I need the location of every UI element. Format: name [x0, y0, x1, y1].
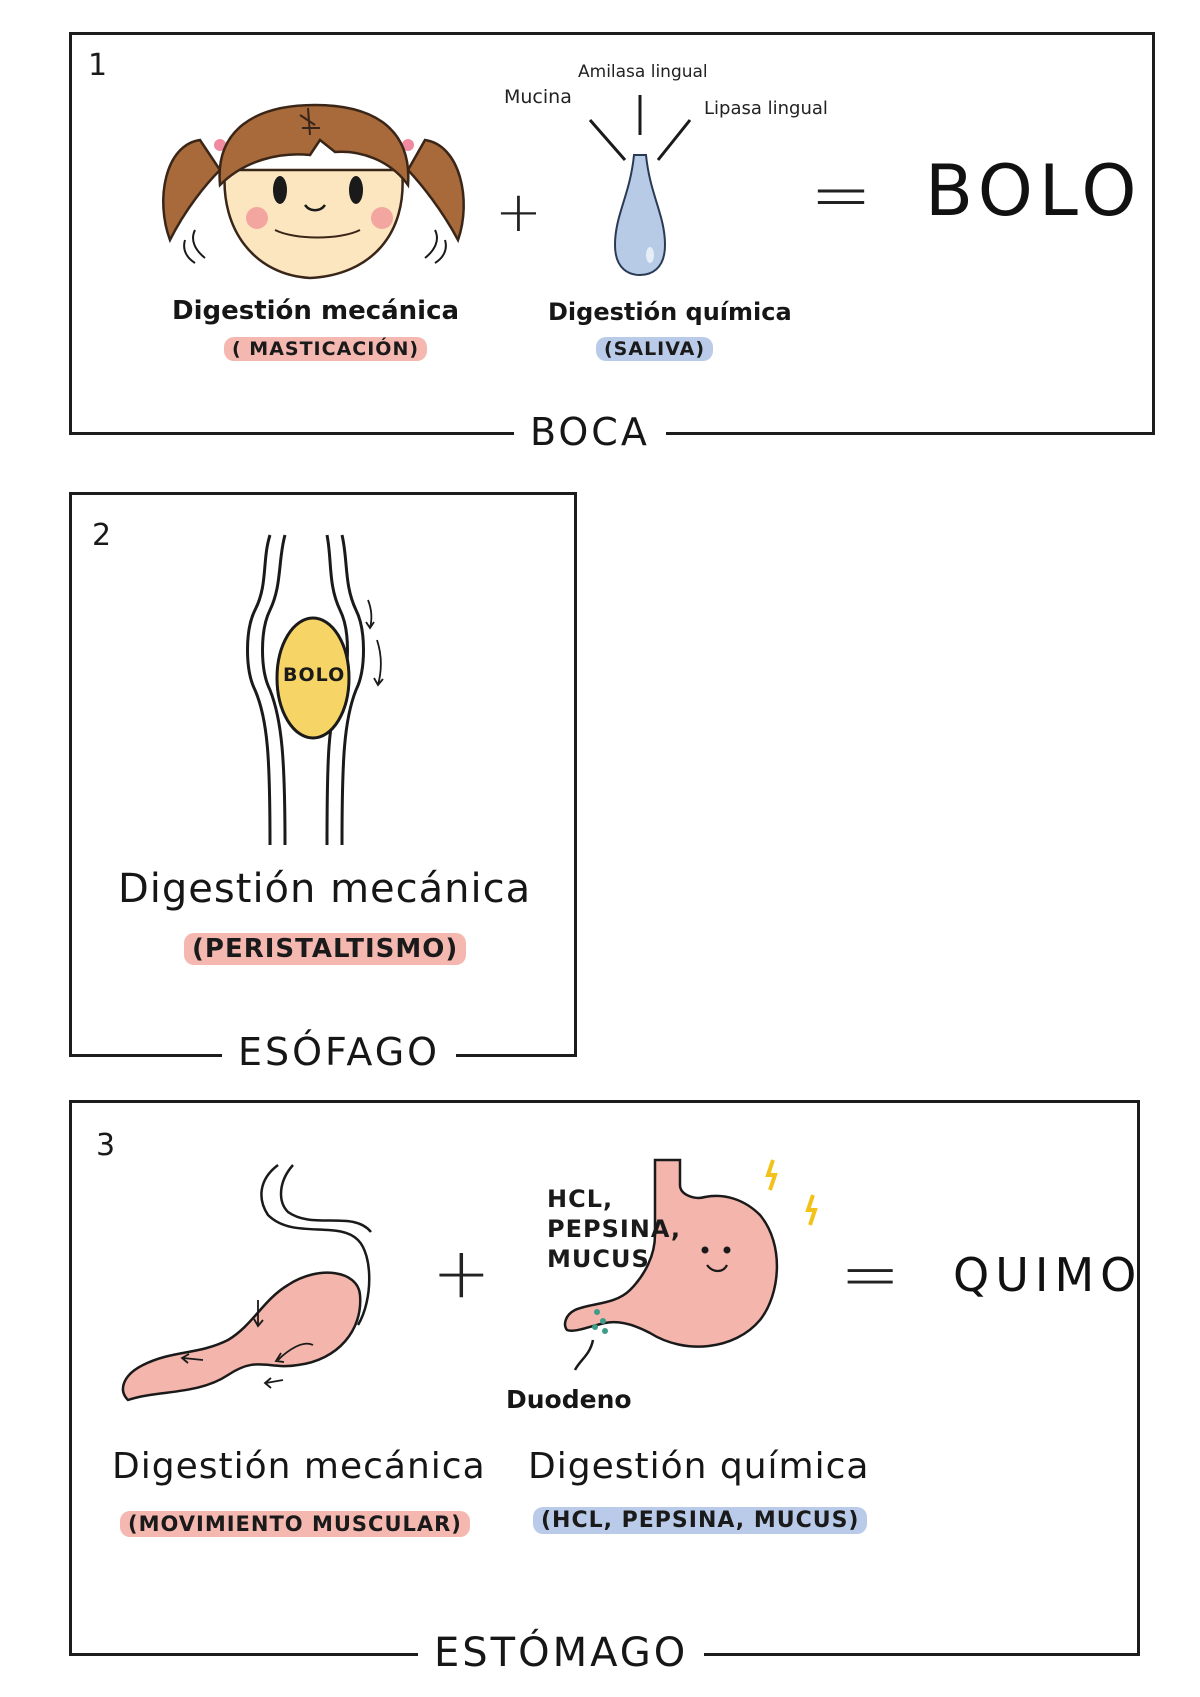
panel-number: 1 [88, 48, 108, 83]
esophagus-illustration [246, 534, 384, 846]
stomach-movement-illustration [121, 1164, 372, 1402]
secretion-item: MUCUS [547, 1245, 650, 1273]
panel-estomago [69, 1100, 1140, 1656]
panel-number: 2 [92, 518, 112, 553]
chemical-digestion-title: Digestión química [548, 298, 792, 326]
saliva-drop-illustration [588, 95, 692, 277]
saliva-tag: (SALIVA) [596, 337, 714, 361]
chewing-tag: ( MASTICACIÓN) [224, 337, 428, 361]
quimo-result: QUIMO [953, 1248, 1143, 1302]
peristalsis-tag: (PERISTALTISMO) [184, 933, 467, 965]
muscle-movement-tag: (MOVIMIENTO MUSCULAR) [120, 1511, 470, 1537]
caption-esofago: ESÓFAGO [222, 1030, 457, 1074]
mechanical-digestion-title: Digestión mecánica [118, 866, 532, 912]
caption-boca: BOCA [514, 410, 666, 454]
mechanical-digestion-title: Digestión mecánica [112, 1446, 486, 1487]
plus-sign: + [432, 1232, 491, 1314]
secretions-tag: (HCL, PEPSINA, MUCUS) [533, 1507, 868, 1534]
bolo-label: BOLO [283, 664, 346, 686]
secretions-list: HCL, PEPSINA, MUCUS [547, 1184, 681, 1274]
chewing-girl-illustration [162, 103, 465, 280]
mechanical-digestion-title: Digestión mecánica [172, 296, 460, 326]
bolo-result: BOLO [925, 150, 1143, 232]
secretion-item: PEPSINA, [547, 1215, 682, 1243]
secretion-item: HCL, [547, 1185, 614, 1213]
plus-sign: + [495, 180, 542, 245]
equals-sign: = [810, 152, 873, 238]
caption-estomago: ESTÓMAGO [418, 1630, 705, 1676]
chemical-digestion-title: Digestión química [528, 1446, 870, 1487]
mucina-label: Mucina [504, 86, 572, 108]
amilasa-label: Amilasa lingual [578, 62, 708, 82]
stomach-chemical-illustration [563, 1158, 818, 1371]
duodeno-label: Duodeno [506, 1385, 632, 1414]
equals-sign: = [840, 1232, 901, 1316]
panel-number: 3 [96, 1128, 116, 1163]
lipasa-label: Lipasa lingual [704, 98, 828, 119]
